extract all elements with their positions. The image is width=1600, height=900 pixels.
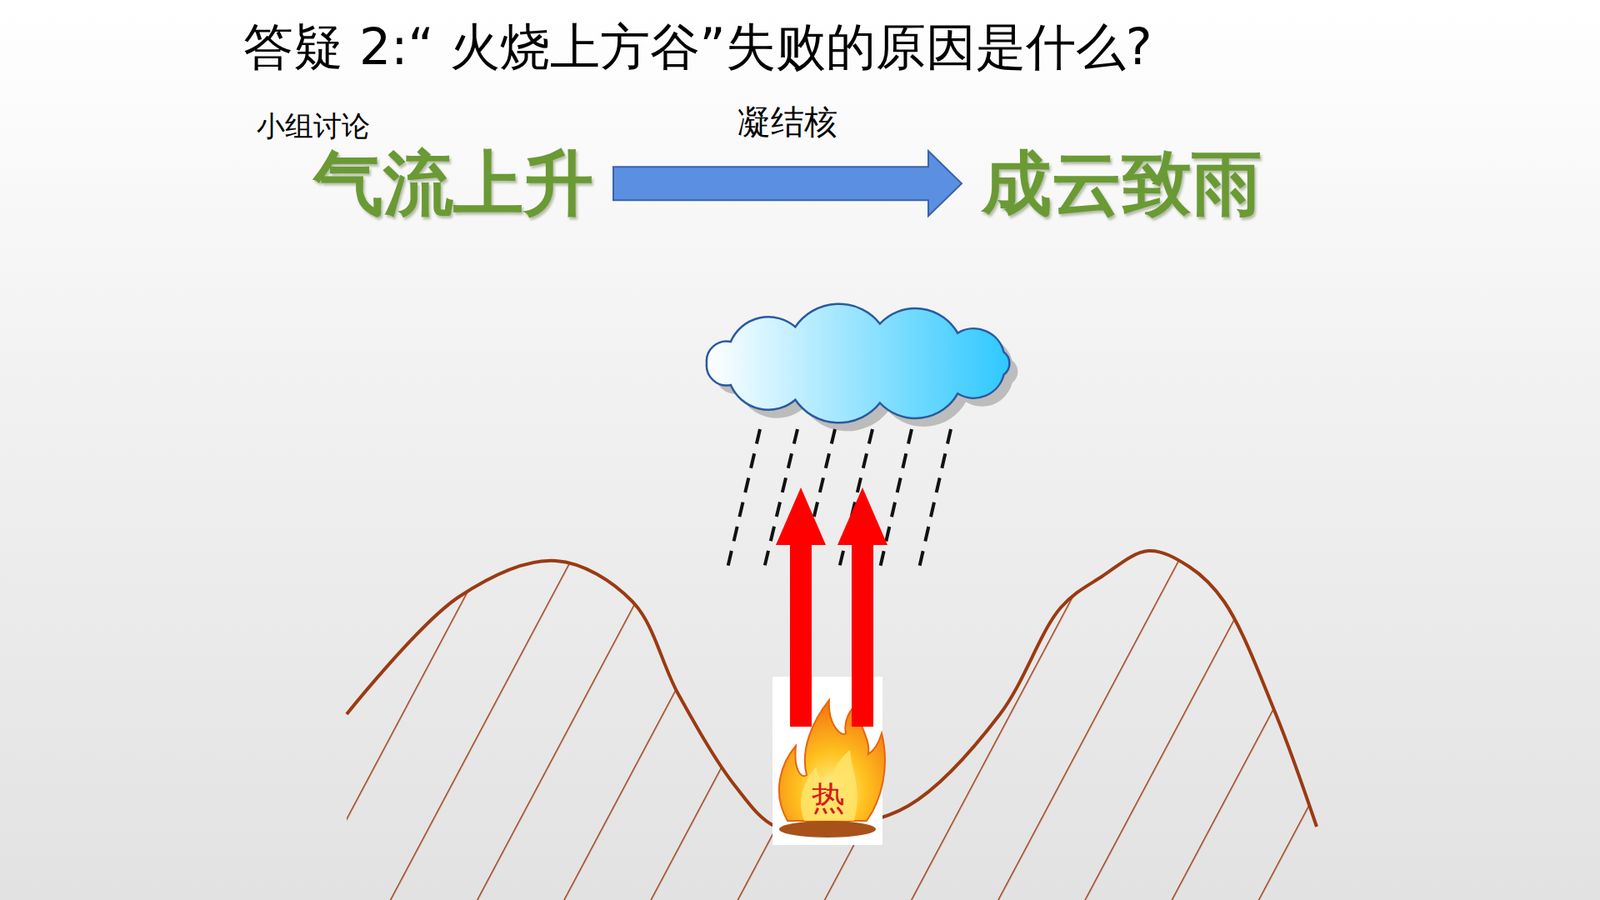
edge-label: 凝结核 [737, 102, 838, 141]
title: 答疑 2:“ 火烧上方谷”失败的原因是什么? [243, 18, 1153, 76]
text-node: 成云致雨 [976, 141, 1267, 225]
embers [779, 820, 876, 838]
text-node: 气流上升 [308, 141, 599, 225]
rain-dash [726, 429, 760, 572]
hot-air-arrow [837, 487, 888, 727]
hot-air-arrow [775, 487, 826, 727]
hot-air-arrows [775, 487, 888, 727]
note-label: 小组讨论 [256, 110, 370, 143]
node-text: 气流上升 [313, 145, 594, 222]
rain-lines [726, 429, 951, 572]
node-text: 成云致雨 [981, 145, 1262, 222]
mountains [316, 533, 1350, 900]
rain-dash [918, 429, 951, 572]
cloud [706, 304, 1019, 432]
mountain-hatching [316, 533, 1350, 900]
cloud-body [706, 304, 1010, 424]
flame-core [800, 750, 858, 821]
block-arrow [613, 150, 962, 216]
heat-label: 热 [811, 778, 845, 817]
rain-dash [879, 429, 912, 572]
